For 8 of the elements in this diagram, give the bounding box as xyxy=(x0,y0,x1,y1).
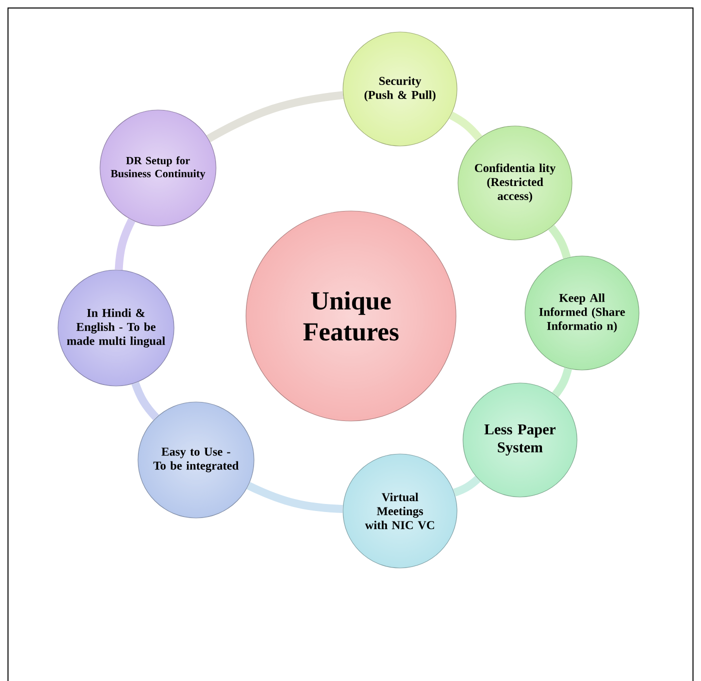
ring-connector xyxy=(449,112,482,141)
ring-connector xyxy=(131,382,160,420)
ring-connector xyxy=(114,218,136,270)
ring-connector xyxy=(246,482,343,513)
ring-connector xyxy=(548,224,571,259)
ring-connector xyxy=(452,476,481,496)
ring-connector xyxy=(206,91,344,142)
ring-connector xyxy=(552,368,572,398)
